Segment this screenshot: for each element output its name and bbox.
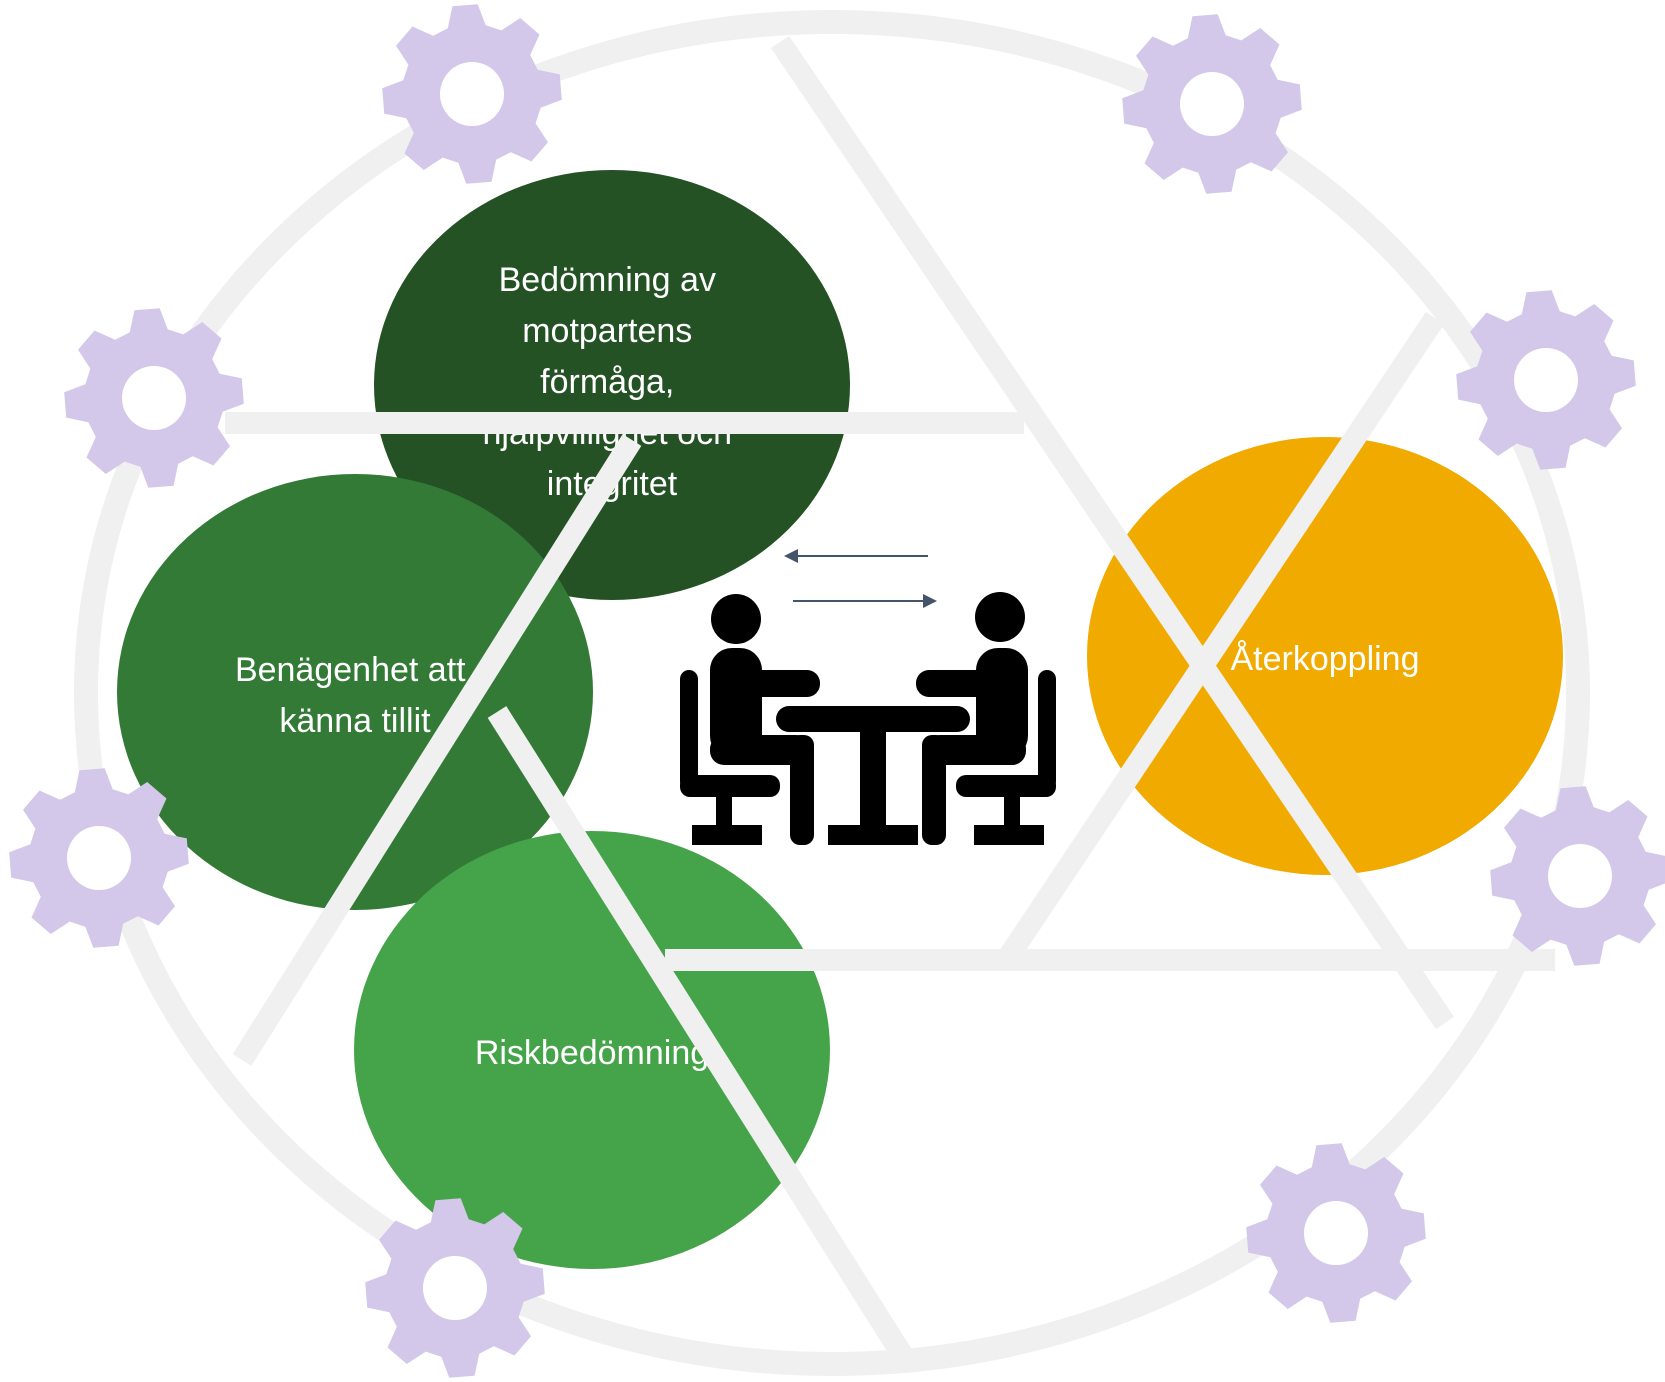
bubble-risk-shape (354, 831, 830, 1269)
aperture-line-2 (995, 311, 1445, 969)
gear-icon (1246, 1143, 1426, 1323)
gear-icon (1490, 786, 1665, 966)
bubble-propensity-line-2: känna tillit (279, 702, 431, 740)
exchange-arrows-icon (784, 549, 937, 608)
person-left-icon (680, 594, 820, 845)
bubble-feedback-shape (1087, 437, 1563, 875)
bubble-propensity: Benägenhet att känna tillit (117, 474, 593, 910)
gear-icon (9, 768, 189, 948)
bubble-risk: Riskbedömning (354, 831, 830, 1269)
aperture-lines (225, 35, 1555, 1362)
bubble-propensity-shape (117, 474, 593, 910)
two-people-meeting-at-table-icon (680, 549, 1056, 845)
gear-icon (365, 1198, 545, 1378)
bubble-assessment-shape (374, 170, 850, 600)
outer-ring (74, 10, 1590, 1376)
gears-layer (9, 4, 1665, 1378)
gear-icon (382, 4, 562, 184)
bubble-assessment-line-2: motpartens (522, 312, 692, 350)
aperture-line-4 (232, 434, 642, 1066)
bubble-risk-line-1: Riskbedömning (475, 1034, 709, 1072)
gear-icon (1122, 14, 1302, 194)
bubble-feedback: Återkoppling (1087, 437, 1563, 875)
bubble-feedback-line-1: Återkoppling (1230, 640, 1419, 678)
gear-icon (1456, 290, 1636, 470)
bubble-assessment-line-1: Bedömning av (499, 261, 716, 299)
gear-icon (64, 308, 244, 488)
svg-text:Återkoppling: Återkoppling (1230, 640, 1419, 678)
aperture-line-1 (770, 35, 1455, 1030)
person-right-icon (916, 592, 1056, 845)
svg-text:Riskbedömning: Riskbedömning (475, 1034, 709, 1072)
bubble-assessment-line-3: förmåga, (540, 363, 674, 401)
table-icon (776, 706, 970, 845)
svg-text:Benägenhet att känna til: Benägenhet att känna tillit (235, 651, 475, 740)
aperture-line-5 (487, 706, 913, 1362)
bubble-propensity-line-1: Benägenhet att (235, 651, 466, 689)
